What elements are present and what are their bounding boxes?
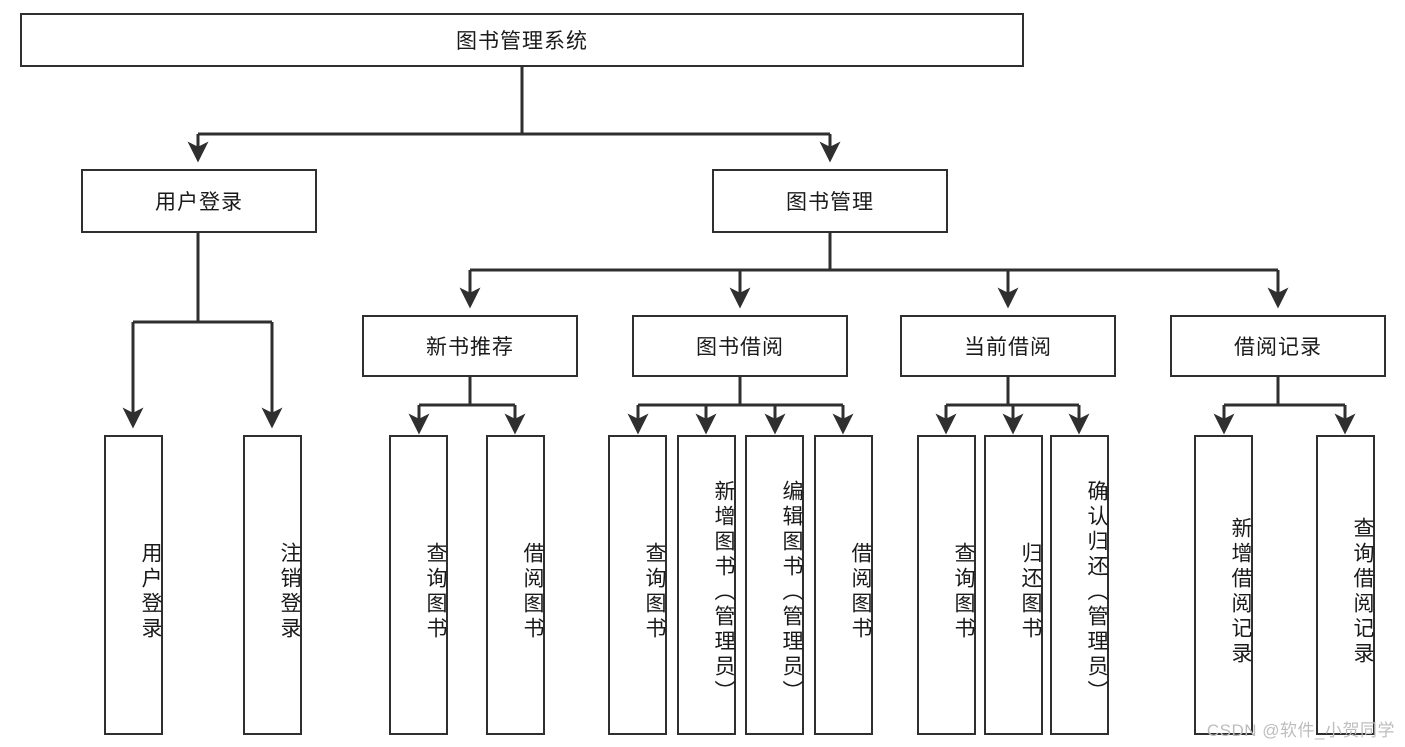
- node-book-borrow[interactable]: 图书借阅: [632, 315, 848, 377]
- node-borrow-record-label: 借阅记录: [1234, 336, 1322, 359]
- csdn-watermark: CSDN @软件_小贺同学: [1206, 721, 1395, 740]
- leaf-new-book-2[interactable]: 借阅图书: [486, 435, 545, 735]
- node-new-book-label: 新书推荐: [426, 336, 514, 359]
- node-root[interactable]: 图书管理系统: [20, 13, 1024, 67]
- node-book-borrow-label: 图书借阅: [696, 336, 784, 359]
- leaf-user-login-2-label: 注销登录: [278, 542, 301, 642]
- node-borrow-record[interactable]: 借阅记录: [1170, 315, 1386, 377]
- leaf-book-borrow-1[interactable]: 查询图书: [608, 435, 667, 735]
- leaf-user-login-1-label: 用户登录: [139, 542, 162, 642]
- leaf-new-book-2-label: 借阅图书: [521, 542, 544, 642]
- leaf-book-borrow-4[interactable]: 借阅图书: [814, 435, 873, 735]
- node-new-book[interactable]: 新书推荐: [362, 315, 578, 377]
- node-user-login[interactable]: 用户登录: [81, 169, 317, 233]
- leaf-current-borrow-3[interactable]: 确认归还（管理员）: [1050, 435, 1109, 735]
- leaf-book-borrow-1-label: 查询图书: [643, 542, 666, 642]
- leaf-book-borrow-2-label: 新增图书（管理员）: [712, 479, 735, 705]
- node-book-manage[interactable]: 图书管理: [712, 169, 948, 233]
- node-current-borrow-label: 当前借阅: [964, 336, 1052, 359]
- node-user-login-label: 用户登录: [155, 191, 243, 214]
- node-root-label: 图书管理系统: [456, 30, 588, 53]
- leaf-current-borrow-2[interactable]: 归还图书: [984, 435, 1043, 735]
- leaf-borrow-record-1-label: 新增借阅记录: [1229, 517, 1252, 667]
- node-book-manage-label: 图书管理: [786, 191, 874, 214]
- leaf-book-borrow-3[interactable]: 编辑图书（管理员）: [745, 435, 804, 735]
- leaf-current-borrow-1-label: 查询图书: [952, 542, 975, 642]
- leaf-borrow-record-1[interactable]: 新增借阅记录: [1194, 435, 1253, 735]
- leaf-current-borrow-2-label: 归还图书: [1019, 542, 1042, 642]
- leaf-new-book-1-label: 查询图书: [424, 542, 447, 642]
- leaf-borrow-record-2-label: 查询借阅记录: [1351, 517, 1374, 667]
- leaf-new-book-1[interactable]: 查询图书: [389, 435, 448, 735]
- leaf-user-login-2[interactable]: 注销登录: [243, 435, 302, 735]
- leaf-current-borrow-1[interactable]: 查询图书: [917, 435, 976, 735]
- leaf-current-borrow-3-label: 确认归还（管理员）: [1085, 479, 1108, 705]
- leaf-book-borrow-2[interactable]: 新增图书（管理员）: [677, 435, 736, 735]
- leaf-book-borrow-3-label: 编辑图书（管理员）: [780, 479, 803, 705]
- node-current-borrow[interactable]: 当前借阅: [900, 315, 1116, 377]
- leaf-book-borrow-4-label: 借阅图书: [849, 542, 872, 642]
- leaf-user-login-1[interactable]: 用户登录: [104, 435, 163, 735]
- leaf-borrow-record-2[interactable]: 查询借阅记录: [1316, 435, 1375, 735]
